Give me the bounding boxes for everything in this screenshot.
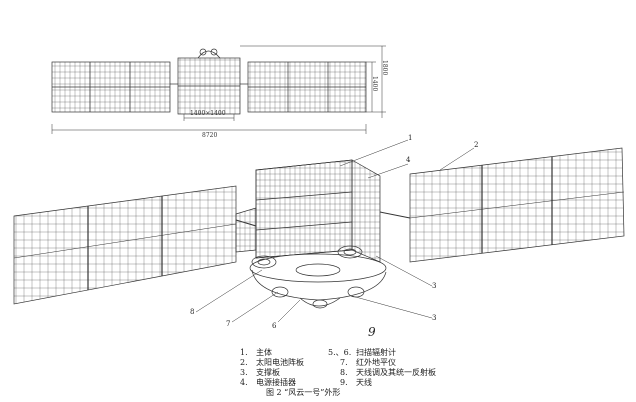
- callout-1: 1: [408, 134, 413, 142]
- callout-3-lower: 3: [432, 314, 437, 322]
- dim-height-b: 1800: [381, 60, 388, 76]
- top-right-array: [247, 61, 367, 113]
- legend-text-7: 红外地平仪: [356, 358, 396, 367]
- legend-num-1: 1.: [240, 348, 248, 357]
- legend-text-8: 天线调及其统一反射板: [356, 368, 436, 377]
- callout-leaders: [195, 139, 475, 323]
- legend-num-8: 8.: [340, 368, 348, 377]
- dim-span: 8720: [202, 132, 218, 139]
- legend-num-3: 3.: [240, 368, 248, 377]
- legend-text-3: 支撑板: [256, 368, 280, 377]
- left-solar-wing: [13, 185, 237, 305]
- legend-num-4: 4.: [240, 378, 248, 387]
- callout-7: 7: [226, 320, 231, 328]
- legend-num-5: 5.、6.: [328, 348, 352, 357]
- legend-num-9: 9.: [340, 378, 348, 387]
- right-solar-wing: [409, 147, 625, 263]
- callout-2: 2: [474, 141, 479, 149]
- dim-height-a: 1400: [371, 76, 378, 92]
- perspective-view: [13, 147, 625, 309]
- legend-text-9: 天线: [356, 378, 372, 387]
- callout-6: 6: [272, 322, 277, 330]
- legend-text-5: 扫描辐射计: [356, 348, 396, 357]
- legend: 1. 主体 2. 太阳电池阵板 3. 支撑板 4. 电源接插器 5.、6. 扫描…: [240, 348, 490, 388]
- legend-text-1: 主体: [256, 348, 272, 357]
- main-body: [235, 159, 381, 263]
- callout-9: 9: [368, 325, 376, 339]
- base-deck: [249, 245, 387, 309]
- dim-panel: 1400×1400: [190, 110, 226, 117]
- callout-3-upper: 3: [432, 282, 437, 290]
- top-dim-lines: [51, 45, 386, 134]
- legend-num-2: 2.: [240, 358, 248, 367]
- top-view: [51, 45, 386, 134]
- legend-text-2: 太阳电池阵板: [256, 358, 304, 367]
- top-left-array: [51, 61, 171, 113]
- top-body: [170, 48, 248, 115]
- callout-8: 8: [190, 308, 195, 316]
- legend-num-7: 7.: [340, 358, 348, 367]
- callout-4: 4: [406, 156, 411, 164]
- figure-caption: 图 2 “风云一号”外形: [266, 388, 341, 397]
- legend-text-4: 电源接插器: [256, 378, 296, 387]
